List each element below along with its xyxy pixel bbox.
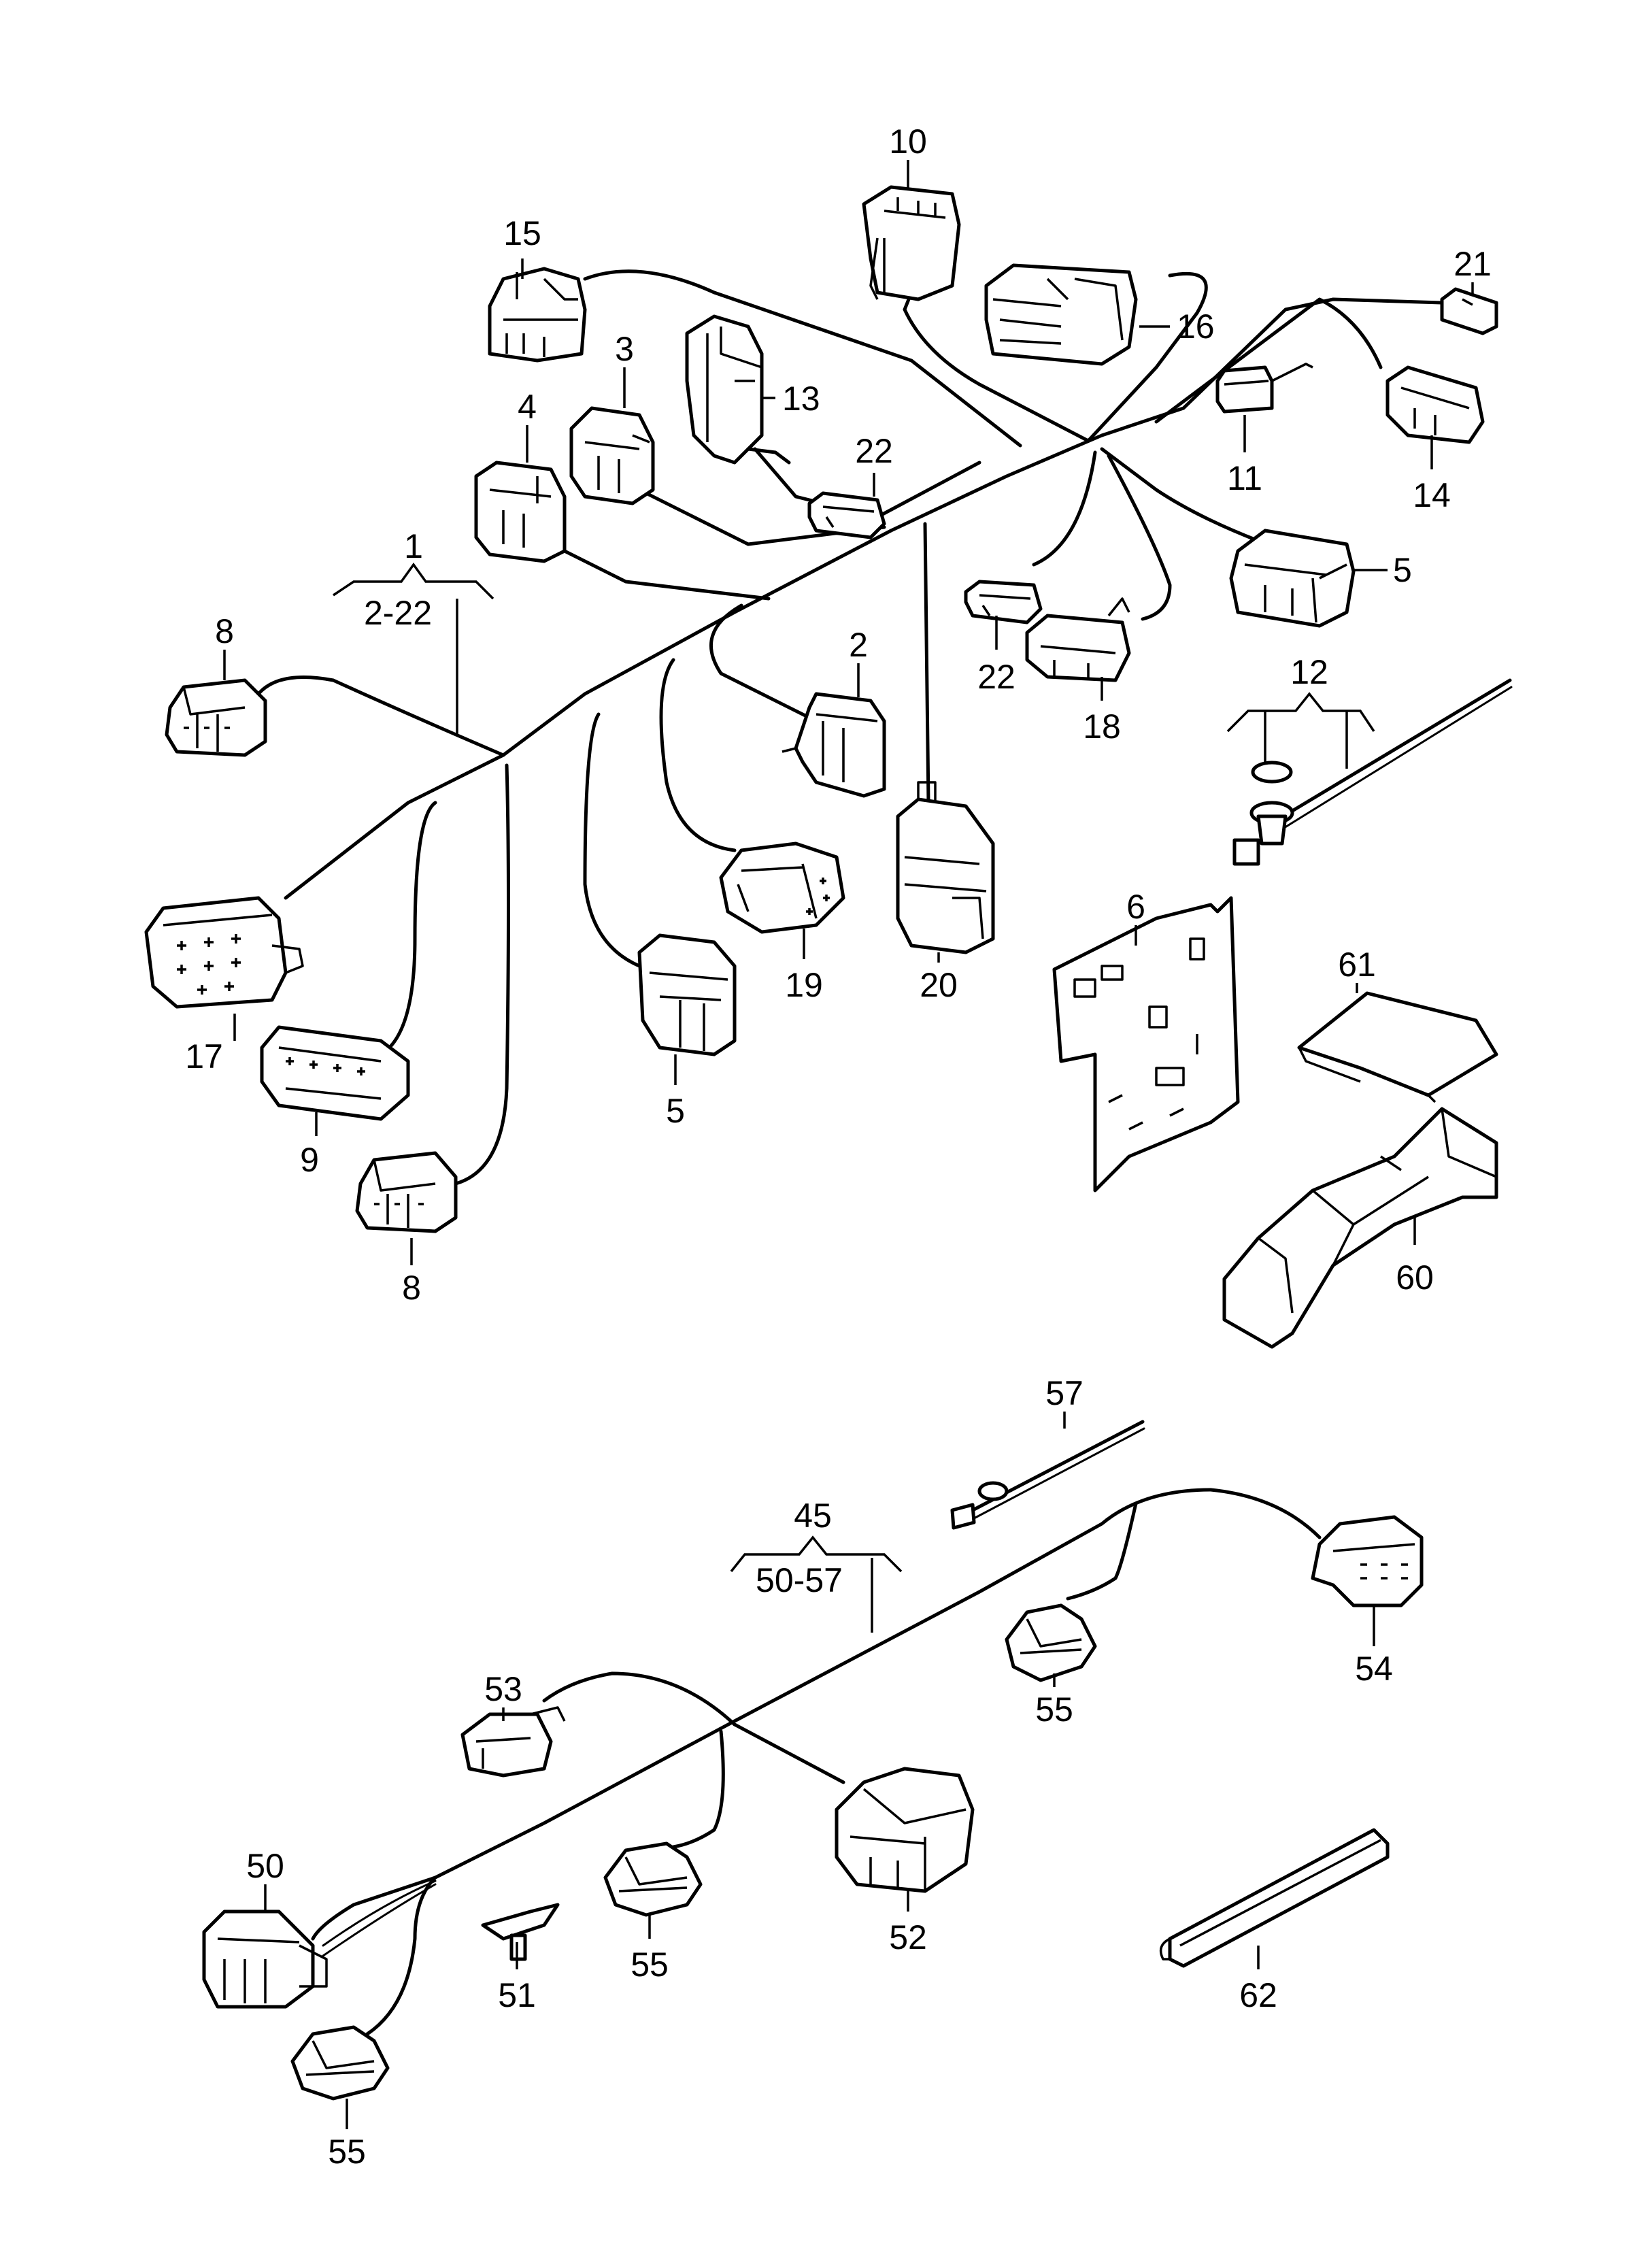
harness-45-wires	[311, 1488, 1322, 2036]
bracket-12	[1226, 692, 1375, 769]
label-1: 1	[404, 527, 423, 565]
cable-tie-57	[950, 1420, 1145, 1530]
bracket-45	[730, 1535, 903, 1633]
harness-1-wires	[256, 269, 1444, 1186]
connector-2	[782, 692, 886, 798]
label-12: 12	[1290, 653, 1328, 691]
connector-17	[144, 896, 304, 1009]
connector-50	[202, 1910, 328, 2009]
label-14: 14	[1413, 476, 1451, 514]
label-50: 50	[246, 1847, 284, 1885]
label-1-range: 2-22	[364, 594, 432, 632]
label-6: 6	[1126, 888, 1145, 926]
connector-15	[488, 267, 587, 363]
label-61: 61	[1338, 946, 1376, 984]
label-52: 52	[889, 1918, 927, 1956]
label-51: 51	[498, 1976, 536, 2014]
label-19: 19	[785, 966, 823, 1004]
label-60: 60	[1396, 1258, 1434, 1297]
label-10: 10	[889, 122, 927, 161]
label-53: 53	[484, 1670, 522, 1708]
bracket-60	[1222, 1107, 1498, 1349]
edge-trim-62	[1159, 1828, 1390, 1968]
connector-4	[474, 461, 567, 563]
label-2: 2	[849, 626, 868, 664]
label-22-right: 22	[977, 658, 1015, 696]
connector-5-right	[1229, 529, 1356, 628]
label-62: 62	[1239, 1976, 1277, 2014]
bracket-1	[333, 563, 494, 735]
connector-53	[460, 1706, 566, 1778]
label-17: 17	[185, 1037, 223, 1075]
label-8-upper: 8	[215, 612, 234, 650]
connector-20	[896, 781, 995, 954]
label-18: 18	[1083, 707, 1121, 746]
label-15: 15	[503, 214, 541, 252]
connector-3	[569, 406, 655, 505]
part-labels: 10 15 16 21 14 11 13 3 4 22 5 22 18 2 20…	[185, 122, 1492, 2171]
connector-55-left	[290, 2025, 390, 2101]
label-22-upper: 22	[855, 432, 893, 470]
leader-lines	[223, 160, 1474, 2129]
connector-14	[1385, 365, 1485, 444]
connector-21	[1440, 287, 1498, 335]
connector-9	[260, 1025, 410, 1121]
label-3: 3	[615, 330, 634, 368]
connector-52	[835, 1767, 975, 1893]
connector-13	[685, 314, 791, 465]
label-55-left: 55	[328, 2133, 366, 2171]
label-21: 21	[1454, 245, 1492, 283]
connector-22-right	[964, 580, 1043, 624]
connector-19	[719, 841, 845, 934]
connector-55-middle	[603, 1841, 703, 1917]
label-5-right: 5	[1393, 551, 1412, 589]
label-16: 16	[1177, 307, 1215, 346]
label-13: 13	[782, 380, 820, 418]
connector-22-upper	[807, 491, 886, 539]
connector-8-lower	[355, 1151, 458, 1233]
label-45-range: 50-57	[756, 1561, 843, 1599]
circuit-board-6	[1052, 896, 1240, 1193]
label-11: 11	[1227, 459, 1262, 497]
connector-55-right	[1005, 1603, 1097, 1682]
label-54: 54	[1355, 1650, 1393, 1688]
connector-54	[1311, 1515, 1424, 1607]
connector-11	[1215, 363, 1313, 414]
label-4: 4	[518, 388, 537, 426]
label-8-lower: 8	[402, 1269, 421, 1307]
clip-51	[481, 1903, 560, 1961]
connector-5-lower	[637, 933, 737, 1056]
connector-18	[1025, 597, 1131, 682]
cover-61	[1297, 991, 1498, 1103]
label-55-middle: 55	[631, 1946, 669, 1984]
label-57: 57	[1045, 1374, 1084, 1412]
cable-tie-12	[1232, 678, 1513, 866]
connector-8-upper	[165, 678, 267, 757]
connector-10	[862, 185, 961, 301]
label-55-right: 55	[1035, 1690, 1073, 1729]
label-20: 20	[920, 966, 958, 1004]
label-45: 45	[794, 1497, 832, 1535]
connector-16	[984, 263, 1138, 366]
label-9: 9	[300, 1141, 319, 1179]
label-5-lower: 5	[666, 1092, 685, 1130]
